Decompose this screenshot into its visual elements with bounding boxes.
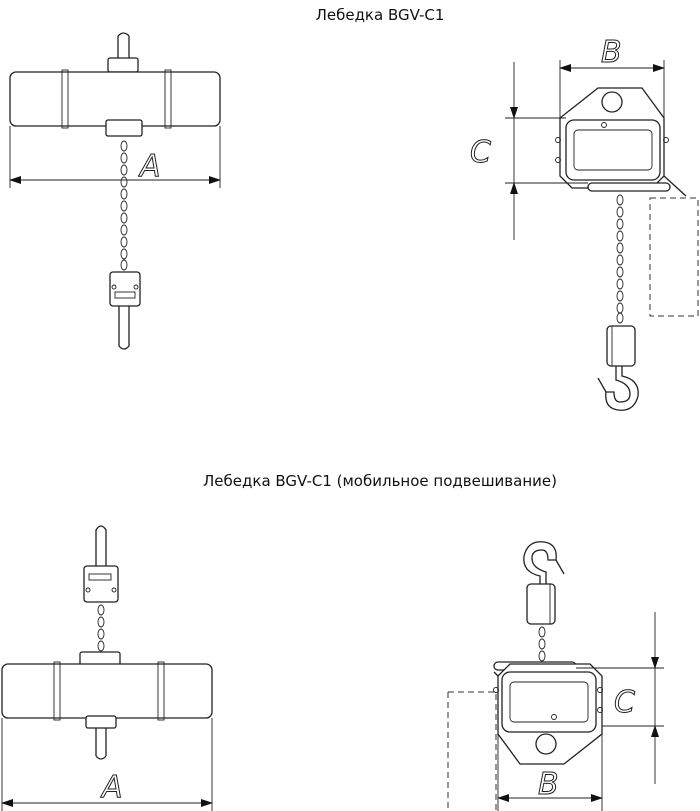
dim-c-top: C	[470, 135, 491, 170]
front-view-mobile: A	[1, 525, 213, 811]
dim-c-mobile: C	[614, 685, 635, 720]
title-mobile: Лебедка BGV-C1 (мобильное подвешивание)	[203, 472, 557, 490]
side-view-mobile: C B	[447, 541, 664, 811]
dim-b-top: B	[601, 35, 622, 70]
side-view-top: B C	[470, 35, 699, 411]
title-standard: Лебедка BGV-C1	[315, 6, 445, 24]
front-view-top: A	[9, 32, 221, 350]
dim-a-mobile: A	[100, 770, 123, 805]
dim-a-top: A	[138, 149, 161, 184]
dim-b-mobile: B	[538, 767, 559, 802]
